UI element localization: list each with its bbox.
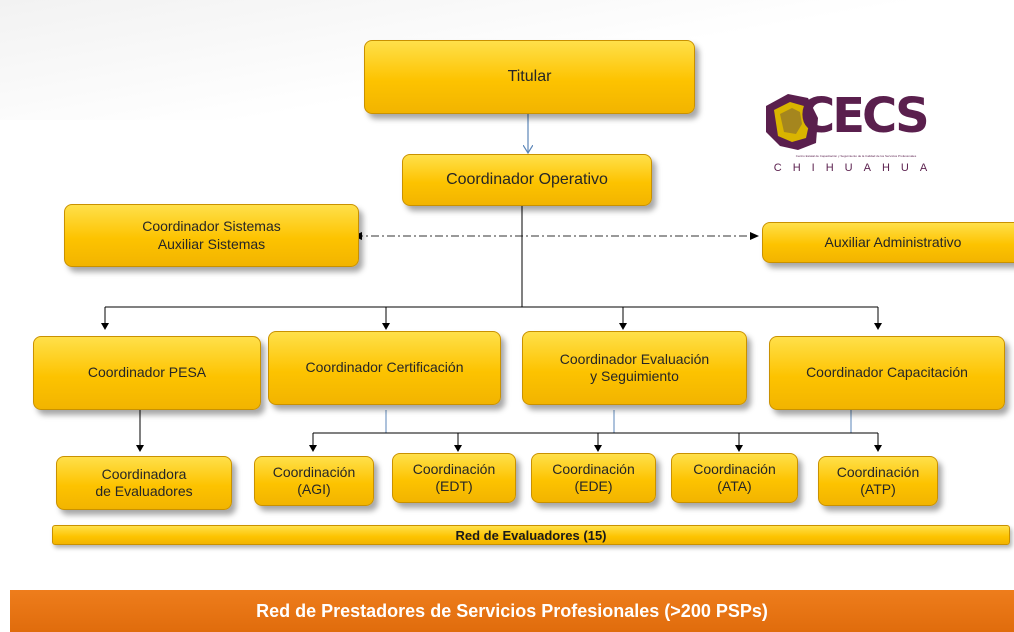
coordinador-evaluacion-box: Coordinador Evaluación y Seguimiento: [522, 331, 747, 405]
coordinacion-title: Coordinación: [412, 460, 496, 477]
coordinacion-code: (AGI): [297, 481, 331, 497]
coordinador-capacitacion-label: Coordinador Capacitación: [806, 364, 968, 381]
coordinador-evaluacion-label-2: y Seguimiento: [590, 368, 679, 384]
coordinador-sistemas-box: Coordinador Sistemas Auxiliar Sistemas: [64, 204, 359, 267]
chihuahua-state-shape-icon: [766, 94, 818, 150]
logo-tagline: Centro Estatal de Capacitación y Seguimi…: [795, 154, 917, 158]
auxiliar-sistemas-label: Auxiliar Sistemas: [157, 235, 266, 252]
coordinacion-title: Coordinación: [272, 463, 356, 480]
footer-label: Red de Prestadores de Servicios Profesio…: [256, 600, 768, 621]
de-evaluadores-label: de Evaluadores: [95, 483, 193, 499]
cecs-logo: CECS Centro Estatal de Capacitación y Se…: [758, 88, 948, 178]
auxiliar-administrativo-label: Auxiliar Administrativo: [824, 233, 962, 250]
logo-word: CECS: [800, 88, 930, 144]
coordinacion-title: Coordinación: [836, 463, 920, 480]
coordinacion-title: Coordinación: [552, 460, 635, 477]
red-evaluadores-bar: Red de Evaluadores (15): [52, 525, 1010, 545]
coordinadora-evaluadores-box: Coordinadora de Evaluadores: [56, 456, 232, 510]
coordinacion-agi-box: Coordinación (AGI): [254, 456, 374, 506]
coordinacion-code: (EDE): [574, 478, 613, 494]
coordinador-sistemas-label: Coordinador Sistemas: [142, 218, 281, 234]
coordinador-operativo-box: Coordinador Operativo: [402, 154, 652, 206]
coordinador-certificacion-box: Coordinador Certificación: [268, 331, 501, 405]
footer-banner: Red de Prestadores de Servicios Profesio…: [10, 590, 1014, 632]
coordinacion-edt-box: Coordinación (EDT): [392, 453, 516, 503]
coordinador-pesa-box: Coordinador PESA: [33, 336, 261, 410]
coordinacion-code: (ATP): [860, 481, 896, 497]
coordinacion-code: (ATA): [717, 478, 752, 494]
coordinacion-code: (EDT): [435, 478, 473, 494]
coordinacion-ata-box: Coordinación (ATA): [671, 453, 798, 503]
coordinacion-title: Coordinación: [693, 460, 776, 477]
red-evaluadores-label: Red de Evaluadores (15): [455, 527, 607, 543]
coordinador-capacitacion-box: Coordinador Capacitación: [769, 336, 1005, 410]
coordinadora-label: Coordinadora: [101, 465, 187, 482]
coordinador-operativo-label: Coordinador Operativo: [446, 171, 608, 188]
coordinacion-atp-box: Coordinación (ATP): [818, 456, 938, 506]
coordinador-evaluacion-label-1: Coordinador Evaluación: [559, 350, 710, 367]
coordinador-certificacion-label: Coordinador Certificación: [305, 359, 464, 376]
coordinacion-ede-box: Coordinación (EDE): [531, 453, 656, 503]
titular-box: Titular: [364, 40, 695, 114]
logo-state: CHIHUAHUA: [773, 162, 939, 174]
coordinador-pesa-label: Coordinador PESA: [87, 364, 207, 381]
titular-label: Titular: [507, 68, 552, 85]
auxiliar-administrativo-box: Auxiliar Administrativo: [762, 222, 1014, 263]
arrow-right-to-auxiliar: [750, 232, 759, 240]
